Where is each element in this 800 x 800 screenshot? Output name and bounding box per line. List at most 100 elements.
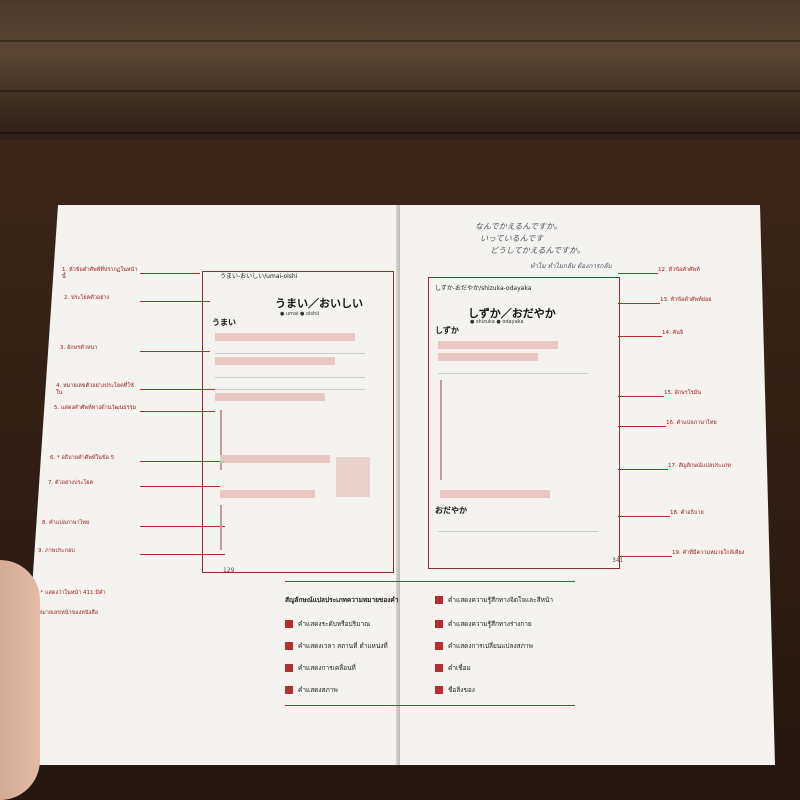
- state-icon: [285, 686, 293, 694]
- annotation-8: 8. คำแปลภาษาไทย: [42, 520, 90, 526]
- sub-entry-2: おだやか: [435, 506, 467, 515]
- page-header: うまい-おいしい/umai-oishi: [220, 273, 298, 280]
- annotation-17: 17. สัญลักษณ์แปลประเภท: [668, 463, 731, 469]
- annotation-6: 6. * อธิบายคำศัพท์ในข้อ 5: [50, 455, 115, 461]
- leader-line: [618, 273, 658, 274]
- right-page: なんでかえるんですか。 いっているんです どうしてかえるんですか。 ทำไม ท…: [400, 205, 775, 765]
- highlight-line: [215, 393, 325, 401]
- annotation-14: 14. คันจิ: [662, 330, 684, 336]
- leader-line: [140, 526, 225, 527]
- highlight-line: [440, 490, 550, 498]
- entry-frame: [428, 277, 620, 569]
- annotation-7: 7. ตัวอย่างประโยค: [48, 480, 94, 486]
- leader-line: [618, 396, 664, 397]
- highlight-line: [215, 333, 355, 341]
- leader-line: [140, 461, 220, 462]
- left-page: 1. หัวข้อคำศัพท์ที่ปรากฏในหน้านี้ 2. ประ…: [20, 205, 400, 765]
- legend-item: คำแสดงระดับหรือปริมาณ: [285, 619, 370, 629]
- legend-item: คำแสดงความรู้สึกทางร่างกาย: [435, 619, 532, 629]
- leader-line: [140, 389, 215, 390]
- legend-item: ชื่อสิ่งของ: [435, 685, 475, 695]
- leader-line: [618, 469, 668, 470]
- legend-panel: สัญลักษณ์แปลประเภทความหมายของคำ คำแสดงคว…: [285, 581, 575, 706]
- leader-line: [618, 556, 672, 557]
- change-icon: [435, 642, 443, 650]
- leader-line: [618, 516, 670, 517]
- annotation-4: 4. หมายเลขตัวอย่างประโยคที่ใช้ใน: [56, 383, 134, 396]
- handwriting-1: なんでかえるんですか。: [475, 222, 562, 231]
- legend-rule: [285, 581, 575, 582]
- hand: [0, 560, 40, 800]
- example-block: [220, 505, 372, 550]
- page-number: 129: [223, 567, 235, 574]
- example-block: [220, 410, 372, 470]
- movement-icon: [285, 664, 293, 672]
- leader-line: [140, 273, 200, 274]
- body-feeling-icon: [435, 620, 443, 628]
- text-line: [438, 523, 598, 532]
- legend-item: คำเชื่อม: [435, 663, 471, 673]
- annotation-11: 11. หมายเลขหน้าของหนังสือ: [28, 610, 99, 616]
- connector-icon: [435, 664, 443, 672]
- entry-title: うまい／おいしい: [275, 297, 363, 310]
- object-icon: [435, 686, 443, 694]
- highlight-line: [220, 455, 330, 463]
- annotation-10: 10. * แสดงว่าในหน้า 411 มีคำ: [30, 590, 106, 596]
- text-line: [215, 381, 365, 390]
- leader-line: [618, 303, 660, 304]
- annotation-2: 2. ประโยคตัวอย่าง: [64, 295, 110, 301]
- handwriting-3: どうしてかえるんですか。: [490, 246, 585, 255]
- entry-romaji: ● umai ● oishii: [280, 311, 319, 317]
- annotation-3: 3. อักษรตัวหนา: [60, 345, 98, 351]
- text-line: [438, 365, 588, 374]
- degree-icon: [285, 620, 293, 628]
- entry-frame: [202, 271, 394, 573]
- legend-item: คำแสดงเวลา สถานที่ ตำแหน่งที่: [285, 641, 388, 651]
- legend-item: คำแสดงความรู้สึกทางจิตใจและสีหน้า: [435, 595, 553, 605]
- illustration: [336, 457, 370, 497]
- legend-rule: [285, 705, 575, 706]
- entry-title: しずか／おだやか: [468, 307, 556, 320]
- highlight-line: [438, 341, 558, 349]
- page-header: しずか-おだやか/shizuka-odayaka: [435, 285, 532, 292]
- sub-entry: うまい: [212, 318, 236, 327]
- wood-seam: [0, 40, 800, 42]
- leader-line: [140, 351, 210, 352]
- highlight-line: [215, 357, 335, 365]
- leader-line: [618, 426, 666, 427]
- time-place-icon: [285, 642, 293, 650]
- legend-title: สัญลักษณ์แปลประเภทความหมายของคำ: [285, 596, 399, 604]
- annotation-9: 9. ภาพประกอบ: [38, 548, 75, 554]
- legend-item: คำแสดงการเคลื่อนที่: [285, 663, 356, 673]
- legend-item: คำแสดงสภาพ: [285, 685, 338, 695]
- annotation-12: 12. หัวข้อคำศัพท์: [658, 267, 700, 273]
- handwriting-4: ทำไม ทำไมกลับ ต้องการกลับ: [530, 262, 612, 270]
- wood-seam: [0, 132, 800, 134]
- text-line: [215, 369, 365, 378]
- leader-line: [618, 336, 662, 337]
- leader-line: [140, 411, 215, 412]
- legend-item: คำแสดงการเปลี่ยนแปลงสภาพ: [435, 641, 533, 651]
- annotation-13: 13. หัวข้อคำศัพท์ย่อย: [660, 297, 712, 303]
- annotation-16: 16. คำแปลภาษาไทย: [666, 420, 717, 426]
- sub-entry: しずか: [435, 326, 459, 335]
- wood-seam: [0, 90, 800, 92]
- annotation-19: 19. คำที่มีความหมายใกล้เคียง: [672, 550, 745, 556]
- page-number: 341: [612, 557, 624, 564]
- emotion-icon: [435, 596, 443, 604]
- text-line: [215, 345, 365, 354]
- annotation-18: 18. คำอธิบาย: [670, 510, 704, 516]
- leader-line: [140, 301, 210, 302]
- highlight-line: [220, 490, 315, 498]
- example-block: [440, 380, 592, 480]
- entry-romaji: ● shizuka ● odayaka: [470, 319, 524, 325]
- handwriting-2: いっているんです: [480, 234, 544, 243]
- leader-line: [140, 486, 220, 487]
- annotation-15: 15. อักษรโรมัน: [664, 390, 702, 396]
- annotation-1: 1. หัวข้อคำศัพท์ที่ปรากฏในหน้านี้: [62, 267, 138, 280]
- annotation-5: 5. แสดงคำศัพท์ทางด้านวัฒนธรรม: [54, 405, 137, 411]
- open-book: 1. หัวข้อคำศัพท์ที่ปรากฏในหน้านี้ 2. ประ…: [20, 205, 775, 765]
- highlight-line: [438, 353, 538, 361]
- leader-line: [140, 554, 225, 555]
- wood-wall: [0, 0, 800, 150]
